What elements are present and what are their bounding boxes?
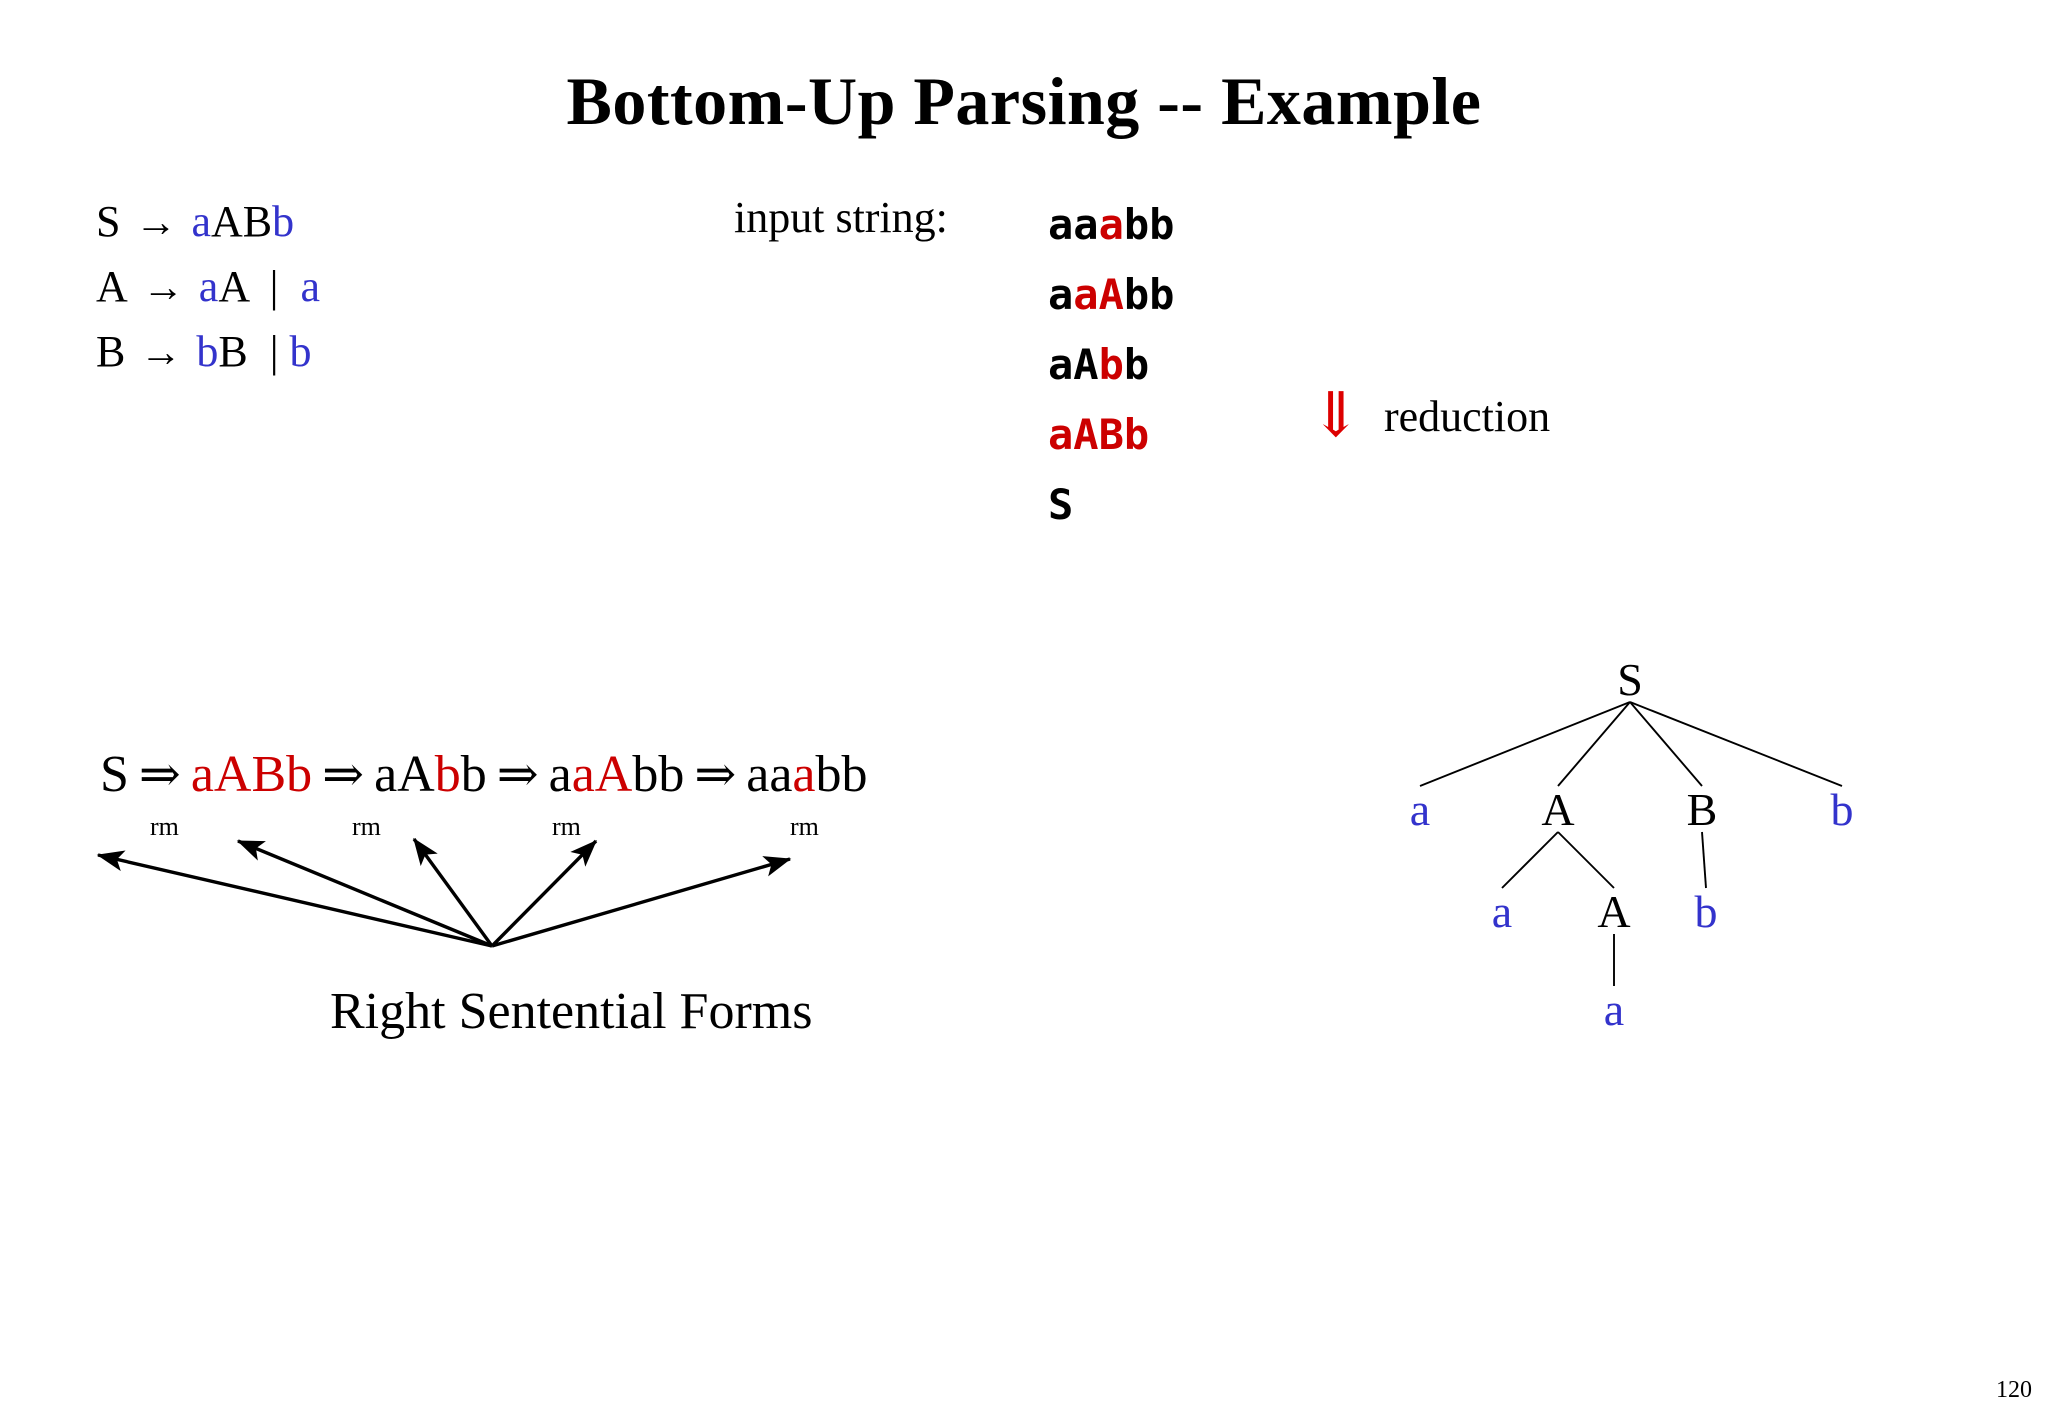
form-run-0: aABb — [190, 746, 313, 803]
pointer-arrow-3 — [412, 837, 494, 948]
page-title: Bottom-Up Parsing -- Example — [566, 63, 1482, 139]
tree-node-B1: B — [1686, 784, 1718, 835]
grammar-rhs-2: b — [272, 197, 295, 246]
tree-node-a3: a — [1603, 984, 1625, 1035]
pointer-arrow-5 — [491, 856, 792, 948]
step-run-2: bb — [1123, 270, 1175, 319]
grammar-rhs-1: A — [218, 262, 248, 311]
tree-node-a2: a — [1491, 886, 1513, 937]
input-string-label: input string: — [734, 193, 948, 242]
grammar-lhs: S — [96, 197, 121, 246]
tree-node-A1: A — [1541, 784, 1575, 835]
parse-tree-edges — [1419, 701, 1843, 986]
step-run-0: S — [1048, 480, 1074, 529]
double-right-arrow-icon: ⇒ — [694, 746, 737, 802]
grammar-block: S → aABb A → aA | a B → bB | b — [96, 192, 320, 387]
reduction-step: aaabb — [1048, 190, 1174, 260]
reduction-step: S — [1048, 470, 1174, 540]
pointer-arrow-4 — [490, 839, 598, 948]
tree-edge — [1557, 701, 1631, 787]
rm-subscript-row: rm rm rm rm — [0, 812, 1100, 852]
grammar-rhs-1: B — [218, 327, 248, 376]
grammar-rhs-0: a — [198, 262, 219, 311]
step-run-0: a — [1048, 340, 1074, 389]
pointer-arrow-1 — [96, 850, 493, 948]
derivation-sequence: S⇒aABb⇒aAbb⇒aaAbb⇒aaabb — [100, 745, 868, 804]
double-right-arrow-icon: ⇒ — [138, 746, 181, 802]
tree-edge — [1701, 831, 1707, 889]
double-right-arrow-icon: ⇒ — [322, 746, 365, 802]
form-run-1: b — [434, 746, 461, 803]
form-run-2: bb — [815, 746, 868, 803]
step-run-0: aABb — [1048, 410, 1150, 459]
form-run-0: a — [548, 746, 572, 803]
sentential-form: aaabb — [746, 746, 867, 803]
sentential-form: aaAbb — [549, 746, 685, 803]
step-run-1: aA — [1073, 270, 1124, 319]
tree-edge — [1557, 831, 1615, 889]
sentential-form: aABb — [191, 746, 312, 803]
reduction-step: aaAbb — [1048, 260, 1174, 330]
step-run-2: bb — [1123, 200, 1175, 249]
rm-subscript: rm — [790, 812, 819, 841]
rm-subscript: rm — [352, 812, 381, 841]
grammar-rule: S → aABb — [96, 192, 320, 253]
step-run-1: a — [1098, 200, 1124, 249]
tree-node-b1: b — [1830, 784, 1854, 835]
form-run-2: b — [460, 746, 487, 803]
form-run-1: a — [792, 746, 816, 803]
right-sentential-forms-caption: Right Sentential Forms — [330, 983, 813, 1040]
rm-subscript: rm — [552, 812, 581, 841]
form-run-0: aA — [374, 746, 435, 803]
sentential-form-pointer-arrows — [96, 837, 792, 948]
grammar-rhs-2: | — [247, 327, 290, 376]
reduction-label: reduction — [1383, 391, 1551, 441]
form-run-0: S — [100, 746, 129, 803]
step-run-0: a — [1048, 270, 1074, 319]
grammar-rule: A → aA | a — [96, 257, 320, 318]
sentential-form: S — [100, 746, 129, 803]
grammar-rhs-2: | — [247, 262, 301, 311]
reduction-annotation: ⇓ reduction — [1310, 382, 1551, 450]
reduction-step: aABb — [1048, 400, 1174, 470]
tree-node-S: S — [1617, 654, 1643, 705]
rm-subscript: rm — [150, 812, 179, 841]
grammar-lhs: A — [96, 262, 128, 311]
grammar-rhs-0: b — [196, 327, 219, 376]
form-run-1: aA — [571, 746, 633, 803]
tree-edge — [1629, 701, 1703, 787]
grammar-rhs-1: AB — [211, 197, 273, 246]
grammar-rhs-3: a — [300, 262, 321, 311]
tree-edge — [1419, 701, 1631, 787]
grammar-rhs-3: b — [289, 327, 312, 376]
step-run-2: b — [1098, 340, 1124, 389]
step-run-3: b — [1123, 340, 1150, 389]
grammar-lhs: B — [96, 327, 126, 376]
page-number: 120 — [1996, 1377, 2032, 1403]
tree-node-b2: b — [1694, 886, 1718, 937]
reduction-step: aAbb — [1048, 330, 1174, 400]
grammar-rule: B → bB | b — [96, 322, 320, 383]
step-run-1: A — [1073, 340, 1099, 389]
form-run-2: bb — [632, 746, 685, 803]
double-right-arrow-icon: ⇒ — [496, 746, 539, 802]
tree-node-A2: A — [1597, 886, 1631, 937]
tree-edge — [1501, 831, 1559, 889]
pointer-arrow-2 — [236, 839, 493, 948]
grammar-rhs-0: a — [191, 197, 212, 246]
rightarrow-icon: → — [129, 330, 193, 376]
tree-edge — [1629, 701, 1843, 787]
rightarrow-icon: → — [131, 265, 195, 311]
form-run-0: aa — [746, 746, 793, 803]
rightarrow-icon: → — [124, 200, 188, 246]
tree-node-a1: a — [1409, 784, 1431, 835]
double-down-arrow-icon: ⇓ — [1310, 382, 1362, 450]
sentential-form: aAbb — [374, 746, 487, 803]
step-run-0: aa — [1048, 200, 1099, 249]
